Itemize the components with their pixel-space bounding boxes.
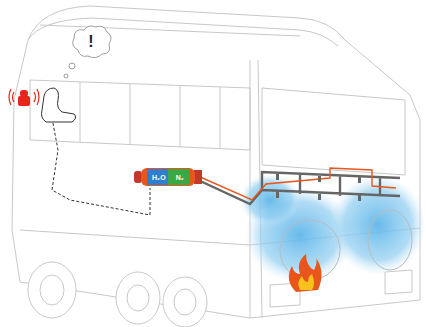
detection-tube <box>198 168 396 200</box>
cylinder-label: H₂O <box>152 174 166 181</box>
side-windows <box>30 80 250 150</box>
alarm-light <box>20 90 28 97</box>
fire-symbol <box>289 254 322 292</box>
water-mist <box>330 175 426 275</box>
extinguisher-cylinder: H₂O N₂ <box>141 168 195 186</box>
front-hub <box>40 275 64 305</box>
rear-window <box>262 88 405 175</box>
flame <box>289 254 322 292</box>
nozzle <box>276 192 279 198</box>
discharge-pipe <box>198 172 400 204</box>
front-wheel <box>28 262 76 318</box>
window-pillars <box>80 82 220 149</box>
cylinder-shell <box>141 168 195 186</box>
nitrogen-section <box>168 169 189 185</box>
thought-dot <box>69 63 75 69</box>
nozzle <box>358 195 361 201</box>
thought-dot <box>64 74 68 78</box>
alarm-body <box>18 96 30 106</box>
extinguisher-cylinder-outline <box>141 168 195 186</box>
engine-fan <box>368 210 412 270</box>
rear-wheel <box>163 277 207 327</box>
alarm-icon <box>9 89 39 106</box>
rear-wheel <box>116 272 160 324</box>
bus-body <box>12 6 420 318</box>
driver-seat <box>42 88 76 122</box>
water-section <box>147 169 168 185</box>
bubble-text: ! <box>88 34 93 50</box>
wheels <box>28 262 207 327</box>
nozzle <box>358 177 361 183</box>
nozzle <box>276 174 279 180</box>
cloud-shape <box>73 26 111 58</box>
alarm-waves <box>9 89 39 105</box>
signal-wire <box>52 118 150 215</box>
cylinder-label: N₂ <box>176 174 184 181</box>
nozzle <box>318 176 321 182</box>
nozzle <box>318 194 321 200</box>
flame-core <box>298 274 314 290</box>
nozzles <box>276 174 361 201</box>
thought-dots <box>64 63 75 78</box>
thought-bubble: ! <box>70 24 112 60</box>
seat <box>42 88 76 122</box>
bus-outline <box>12 6 420 318</box>
rear-hub <box>127 285 149 311</box>
pipe-network <box>198 168 400 204</box>
rear-hub <box>174 289 196 315</box>
valve <box>194 170 202 184</box>
cylinder-cap <box>134 171 142 183</box>
